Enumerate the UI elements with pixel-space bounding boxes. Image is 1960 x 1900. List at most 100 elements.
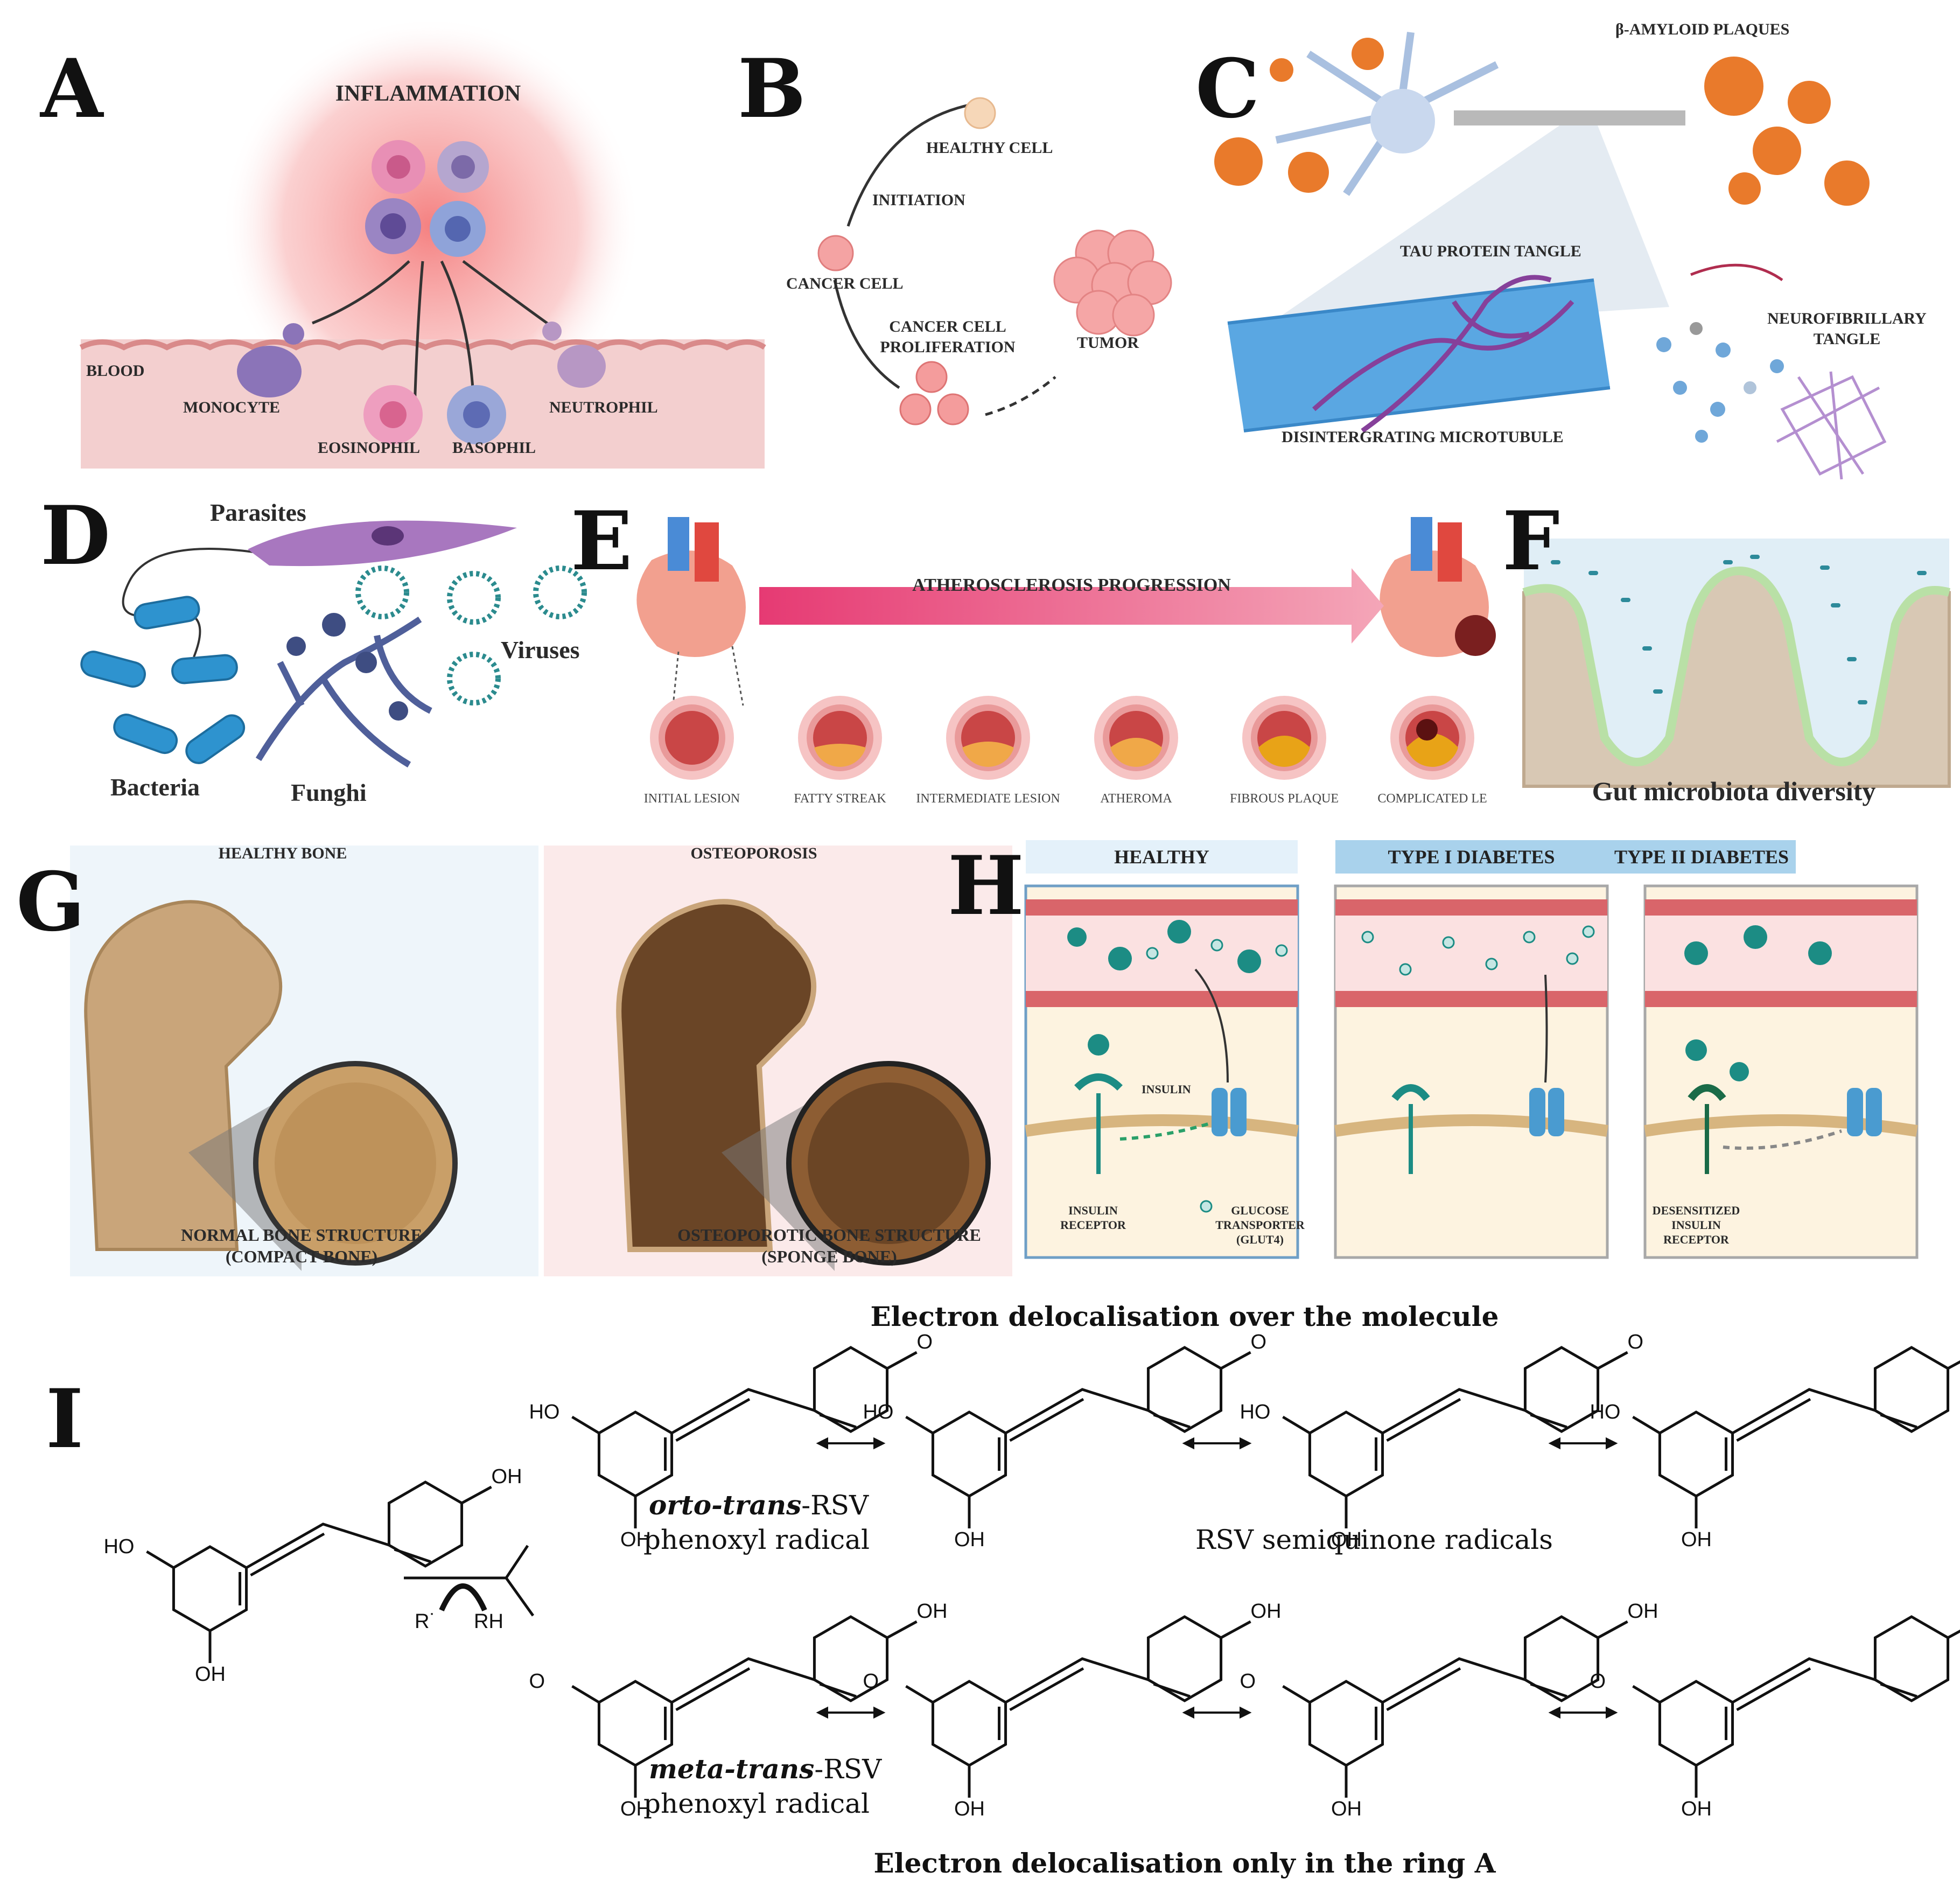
panel-g-letter: G (16, 855, 86, 949)
tau-label: TAU PROTEIN TANGLE (1400, 242, 1581, 260)
mol-bottom-2-left-bottom: OH (1331, 1798, 1362, 1820)
panel-b-art (817, 97, 1172, 425)
parasites-label: Parasites (210, 499, 306, 526)
top-caption: Electron delocalisation over the molecul… (870, 1301, 1499, 1332)
h-healthy-header: HEALTHY (1026, 840, 1298, 874)
panel-a: A INFLAMMATION BLOOD MONOCYTE EOSINOPHIL… (0, 0, 775, 479)
panel-e: E ATHEROSCLEROSIS PROGRESSION INITIAL LE… (571, 485, 1508, 819)
panel-c: C β-AMYLOID PLAQUES TAU PROTEIN TANGLE N… (1185, 0, 1960, 490)
mol-top-0-left-top: HO (529, 1401, 560, 1423)
panel-h: H HEALTHY TYPE I DIABETES TYPE II DIABET… (937, 829, 1960, 1287)
amyloid-plaques (1214, 38, 1870, 206)
stage-label-4: ATHEROMA (1100, 792, 1172, 806)
eosinophil-cell (363, 385, 423, 444)
microtubule (1227, 278, 1611, 432)
mol-top-0-right: O (916, 1331, 933, 1353)
mol-0-right: OH (491, 1465, 522, 1488)
gut-caption: Gut microbiota diversity (1592, 776, 1876, 806)
molecule-bottom-2 (1282, 1615, 1628, 1798)
artery-stage-5 (1242, 696, 1326, 780)
osteo-femur (616, 899, 991, 1271)
mol-top-1-left-bottom: OH (954, 1528, 985, 1551)
mol-bottom-3-left-top: O (1590, 1670, 1606, 1693)
panel-i: I Electron delocalisation over the molec… (0, 1287, 1960, 1900)
meta-phenoxyl: phenoxyl radical (643, 1788, 870, 1819)
bacteria-label: Bacteria (110, 773, 200, 801)
mol-0-left-bottom: OH (195, 1663, 226, 1686)
healthy-cell (964, 97, 996, 129)
molecule-bottom-3 (1632, 1615, 1960, 1798)
bacteria-cluster (80, 596, 246, 764)
panel-c-letter: C (1195, 41, 1260, 136)
panel-c-art (1214, 32, 1887, 480)
mol-top-1-left-top: HO (863, 1401, 894, 1423)
orto-label: orto-trans-RSV (649, 1489, 869, 1521)
atherosclerosis-title: ATHEROSCLEROSIS PROGRESSION (912, 575, 1231, 595)
panel-f: F Gut microbiota diversity (1497, 485, 1960, 819)
stage-label-3: INTERMEDIATE LESION (916, 792, 1060, 806)
mol-top-2-left-bottom: OH (1331, 1528, 1362, 1551)
microtubule-label: DISINTERGRATING MICROTUBULE (1282, 428, 1564, 446)
osteoporosis-title: OSTEOPOROSIS (690, 844, 817, 862)
cancer-cell (817, 235, 854, 271)
tumor-label: TUMOR (1077, 334, 1139, 352)
resveratrol-structures (146, 1346, 1960, 1798)
mol-bottom-1-left-bottom: OH (954, 1798, 985, 1820)
monocyte-cell (237, 323, 304, 397)
fungal-hyphae (255, 617, 432, 768)
panel-f-art (1522, 539, 1951, 788)
molecule-top-1 (905, 1346, 1251, 1528)
receptor-label-2: RECEPTOR (1060, 1218, 1126, 1232)
osteo-cap-1: OSTEOPOROTIC BONE STRUCTURE (677, 1225, 981, 1245)
meta-prefix: meta-trans (649, 1753, 815, 1785)
semiquinone-label: RSV semiquinone radicals (1195, 1524, 1553, 1555)
neurofibrillary-tangle (1776, 371, 1887, 480)
inflammation-title: INFLAMMATION (335, 81, 521, 106)
artery-stage-3 (946, 696, 1030, 780)
meta-rsv: -RSV (814, 1754, 882, 1785)
artery-stage-4 (1094, 696, 1178, 780)
receptor-label-1: INSULIN (1068, 1204, 1118, 1217)
artery-stage-1 (650, 696, 734, 780)
artery-stages (650, 696, 1474, 780)
panel-d: D Parasites Viruses Bacteria Funghi (0, 485, 635, 819)
fungal-spores (286, 613, 408, 721)
bottom-caption: Electron delocalisation only in the ring… (873, 1847, 1496, 1879)
funghi-label: Funghi (291, 779, 367, 806)
h-type2-header: TYPE II DIABETES (1607, 840, 1796, 874)
mol-top-3-left-top: HO (1590, 1401, 1621, 1423)
artery-stage-2 (798, 696, 882, 780)
panel-d-letter: D (40, 488, 111, 583)
blood-vessel (81, 339, 765, 469)
artery-stage-6 (1390, 696, 1474, 780)
mol-top-2-left-top: HO (1240, 1401, 1271, 1423)
stage-label-5: FIBROUS PLAQUE (1229, 792, 1339, 806)
mucus-layer (1522, 566, 1951, 766)
desens-label-1: DESENSITIZED (1652, 1204, 1740, 1217)
healthy-cell-label: HEALTHY CELL (926, 139, 1053, 157)
proliferation-label-2: PROLIFERATION (880, 338, 1016, 356)
hydrogen-abstraction (404, 1545, 535, 1617)
h-box-type1 (1334, 884, 1609, 1259)
neuron-body (1370, 89, 1435, 153)
orto-prefix: orto-trans (649, 1489, 802, 1521)
panel-i-letter: I (46, 1372, 84, 1466)
panel-a-letter: A (40, 41, 103, 136)
amyloid-label: β-AMYLOID PLAQUES (1615, 20, 1790, 38)
healthy-femur (84, 900, 458, 1271)
zoom-wedge (1255, 113, 1669, 334)
mol-bottom-0-right: OH (916, 1600, 948, 1623)
panel-b: B HEALTHY CELL INITIATION CANCER CELL CA… (722, 0, 1195, 479)
radical-r: R˙ (415, 1610, 437, 1633)
panel-b-letter: B (738, 41, 806, 136)
mol-top-3-left-bottom: OH (1681, 1528, 1712, 1551)
mol-0-left-top: HO (103, 1535, 135, 1558)
molecule-bottom-1 (905, 1615, 1251, 1798)
desens-label-2: INSULIN (1671, 1218, 1721, 1232)
axon (1454, 110, 1685, 125)
blood-label: BLOOD (86, 362, 145, 380)
diseased-heart (1380, 517, 1496, 657)
mol-bottom-2-left-top: O (1240, 1670, 1256, 1693)
cycle-arrow-bottom (985, 376, 1056, 416)
cancer-cell-label: CANCER CELL (786, 275, 904, 292)
